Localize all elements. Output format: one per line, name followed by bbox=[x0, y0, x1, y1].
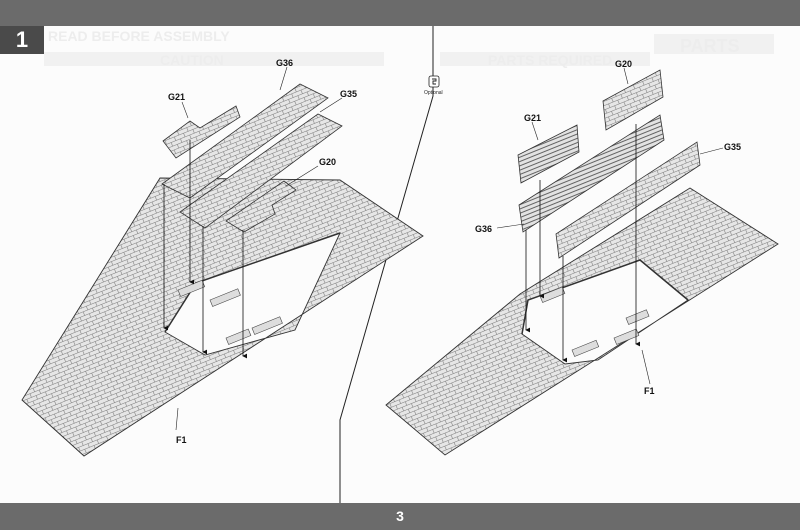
left-label-g35: G35 bbox=[340, 89, 357, 99]
left-opening-ledges bbox=[177, 279, 283, 345]
page-number: 3 bbox=[396, 508, 404, 524]
right-label-g21: G21 bbox=[524, 113, 541, 123]
optional-label: Optional bbox=[424, 90, 443, 96]
ghost-parts-required: PARTS REQUIRED bbox=[488, 52, 613, 68]
bottom-bar bbox=[0, 503, 800, 530]
left-label-f1: F1 bbox=[176, 435, 187, 445]
left-label-g20: G20 bbox=[319, 157, 336, 167]
right-part-g20 bbox=[602, 69, 664, 131]
right-opening-ledges bbox=[539, 286, 650, 357]
right-part-g36 bbox=[518, 114, 665, 233]
ghost-before-assembly: READ BEFORE ASSEMBLY bbox=[48, 28, 230, 44]
top-bar bbox=[0, 0, 800, 26]
right-label-g20: G20 bbox=[615, 59, 632, 69]
left-deck-f1 bbox=[21, 177, 424, 457]
ghost-caution: CAUTION bbox=[160, 52, 224, 68]
ghost-parts: PARTS bbox=[680, 36, 740, 56]
ghost-parts-title-bar bbox=[654, 34, 774, 54]
right-part-g35 bbox=[555, 141, 701, 259]
right-label-g35: G35 bbox=[724, 142, 741, 152]
left-part-g35 bbox=[179, 113, 343, 229]
left-part-g20 bbox=[225, 180, 297, 233]
right-label-g36: G36 bbox=[475, 224, 492, 234]
left-label-g36: G36 bbox=[276, 58, 293, 68]
left-view: G21 G36 G35 G20 F1 bbox=[21, 58, 424, 457]
optional-badge: Optional bbox=[424, 75, 443, 96]
right-part-g21 bbox=[517, 124, 580, 184]
ghost-caution-bar bbox=[44, 52, 384, 66]
right-label-f1: F1 bbox=[644, 386, 655, 396]
optional-icon bbox=[428, 75, 440, 88]
right-view: G20 G21 G35 G36 F1 bbox=[385, 59, 779, 456]
step-number-box: 1 bbox=[0, 26, 44, 54]
left-label-g21: G21 bbox=[168, 92, 185, 102]
ghost-parts-bar bbox=[440, 52, 650, 66]
left-part-g21 bbox=[162, 105, 241, 159]
left-part-g36 bbox=[161, 83, 329, 199]
